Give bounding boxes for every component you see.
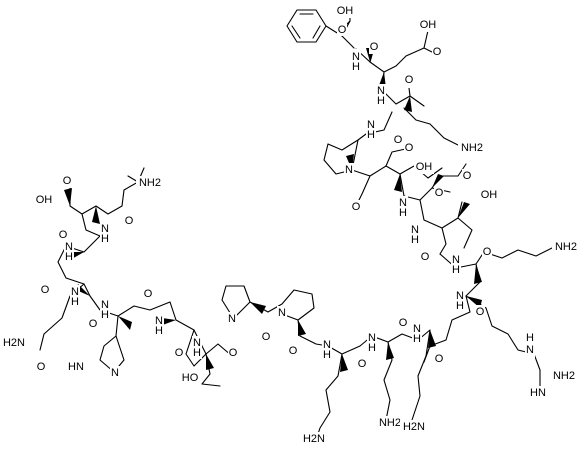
- label-n-his-ring: N: [111, 367, 119, 379]
- label-o-asp-mid-acid: O: [405, 142, 414, 154]
- label-o-gln: O: [89, 318, 98, 330]
- label-hn-his-ring: HN: [68, 361, 84, 373]
- label-oh-phe: OH: [337, 5, 354, 17]
- label-h-ala-thr: H: [193, 347, 201, 359]
- label-n-ala-asp: N: [101, 223, 109, 235]
- label-o-asp-left-amide: O: [59, 229, 68, 241]
- label-o-lys3: O: [435, 353, 444, 365]
- label-oh-asp-left: OH: [36, 194, 53, 206]
- label-n-gln-his: N: [101, 299, 109, 311]
- label-nh2-lys2: NH2: [379, 417, 401, 429]
- label-o-pro-top: O: [394, 134, 403, 146]
- phe-labels: OH N H O O: [335, 4, 379, 73]
- label-n-lys-arg: N: [456, 290, 464, 302]
- label-o-pro-carbonyl: O: [352, 201, 361, 213]
- label-n-pro2: N: [278, 307, 286, 319]
- label-o-lys2: O: [399, 317, 408, 329]
- asp-top-labels: OH O N H O: [376, 18, 442, 107]
- label-h-ala-asp: H: [101, 233, 109, 245]
- label-h2n-lys3: H2N: [403, 421, 425, 433]
- label-o-pro1: O: [262, 331, 271, 343]
- label-n-asp-glu: N: [399, 197, 407, 209]
- label-h-leu-lys: H: [452, 264, 460, 276]
- label-oh-asp-top: OH: [420, 19, 437, 31]
- label-o-gln-side: O: [37, 361, 46, 373]
- label-n-pro-ring-top: N: [345, 164, 353, 176]
- label-ho-thr: HO: [182, 372, 199, 384]
- label-n-ala-gln: N: [71, 286, 79, 298]
- label-h-glu-leu: H: [411, 234, 419, 246]
- label-o-phe-amide: O: [370, 41, 379, 53]
- label-o-arg: O: [476, 306, 485, 318]
- label-h-pro-lys: H: [323, 349, 331, 361]
- label-n-his-ala: N: [155, 315, 163, 327]
- label-nh2-arg: NH2: [553, 370, 575, 382]
- label-o-ala3: O: [175, 347, 184, 359]
- label-o-his: O: [144, 288, 153, 300]
- pro-asp-glu-labels: N OH O O N H O OH O: [344, 141, 499, 219]
- label-o-pro2: O: [289, 345, 298, 357]
- label-h-orn-pro: H: [367, 129, 375, 141]
- label-n-phe-asp: N: [352, 51, 360, 63]
- label-o-glu-amide: O: [435, 187, 444, 199]
- pro-lys-labels: N O N O N H O N H O N H O H2N: [227, 306, 444, 446]
- label-n-lys1-lys2: N: [368, 332, 376, 344]
- leu-lys-arg-labels: N H O N H NH2 O N H O N H NH2 H: [410, 223, 580, 400]
- label-n-asp-ala: N: [65, 241, 73, 253]
- label-o-asp-amide: O: [405, 74, 414, 86]
- label-n-pro-lys: N: [323, 339, 331, 351]
- label-o-lys-right: O: [483, 246, 492, 258]
- label-h-arg-side: H: [526, 332, 534, 344]
- label-o-ala2: O: [41, 284, 50, 296]
- label-h-asp-ala: H: [65, 251, 73, 263]
- label-h-lys1-lys2: H: [368, 342, 376, 354]
- label-h-gln-his: H: [101, 309, 109, 321]
- label-h-asp-glu: H: [399, 207, 407, 219]
- label-nh2-lys-right: NH2: [555, 241, 577, 253]
- label-oh-asp-mid: OH: [416, 161, 433, 173]
- label-o-glu-acid: O: [463, 170, 472, 182]
- label-n-ala-thr: N: [193, 337, 201, 349]
- label-h-lys2-lys3: H: [413, 333, 421, 345]
- label-hn-arg: HN: [530, 387, 546, 399]
- label-n-arg-side: N: [526, 344, 534, 356]
- label-h2n-lys1: H2N: [303, 433, 325, 445]
- label-o-asp-left-acid: O: [63, 175, 72, 187]
- label-n-leu-lys: N: [452, 254, 460, 266]
- label-h2n-gln: H2N: [3, 337, 25, 349]
- label-n-lys2-lys3: N: [413, 323, 421, 335]
- label-o-asp-top-acid: O: [433, 46, 442, 58]
- label-n-pro1: N: [228, 313, 236, 325]
- label-o-ala-nterm: O: [125, 215, 134, 227]
- label-n-glu-leu: N: [411, 224, 419, 236]
- label-h-lys-arg: H: [456, 300, 464, 312]
- label-o-lys1: O: [358, 358, 367, 370]
- label-h-his-ala: H: [155, 325, 163, 337]
- label-o-thr: O: [229, 347, 238, 359]
- label-h-asp-orn: H: [377, 95, 385, 107]
- atom-labels: OH N H O O OH O N H O N H: [0, 4, 580, 446]
- label-n-orn-pro: N: [367, 119, 375, 131]
- label-h-ala-gln: H: [71, 296, 79, 308]
- label-o-leu: O: [421, 251, 430, 263]
- orn-labels: N H NH2 O: [366, 118, 486, 155]
- label-o-phe: O: [338, 24, 347, 36]
- label-nh2-ala-nterm: NH2: [139, 177, 161, 189]
- label-n-asp-orn: N: [377, 85, 385, 97]
- label-oh-glu: OH: [481, 189, 498, 201]
- label-nh2-orn: NH2: [461, 142, 483, 154]
- left-chain-labels: O OH NH2 O N H O N H O N H O N: [0, 174, 238, 385]
- label-h-phe-asp: H: [352, 61, 360, 73]
